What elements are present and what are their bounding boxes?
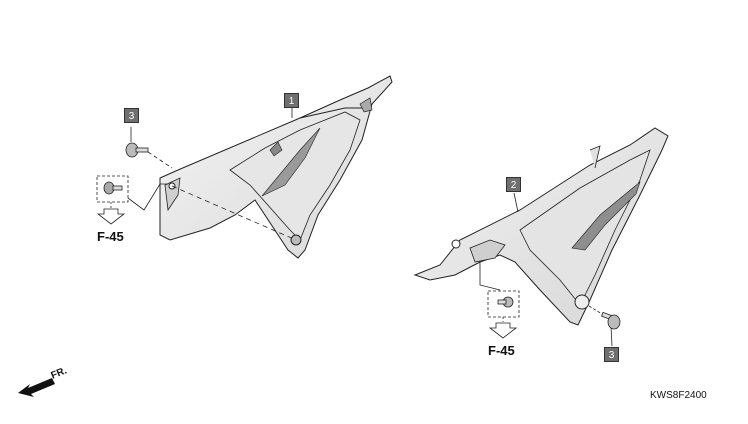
left-bolt: [125, 127, 149, 158]
callout-part-2: 2: [506, 177, 521, 192]
left-guide-lines: [127, 108, 297, 241]
diagram-code: KWS8F2400: [650, 390, 707, 401]
forward-arrow-icon: [18, 378, 55, 397]
reference-left: F-45: [97, 229, 124, 244]
callout-bolt-right: 3: [604, 347, 619, 362]
callout-part-1: 1: [284, 93, 299, 108]
callout-bolt-left: 3: [124, 108, 139, 123]
reference-right: F-45: [488, 343, 515, 358]
right-side-cover: [413, 127, 669, 326]
right-screw-box: [487, 290, 520, 339]
right-bolt: [601, 311, 621, 330]
right-guide-lines: [479, 192, 613, 347]
left-side-cover: [159, 75, 393, 259]
left-screw-box: [96, 175, 129, 225]
